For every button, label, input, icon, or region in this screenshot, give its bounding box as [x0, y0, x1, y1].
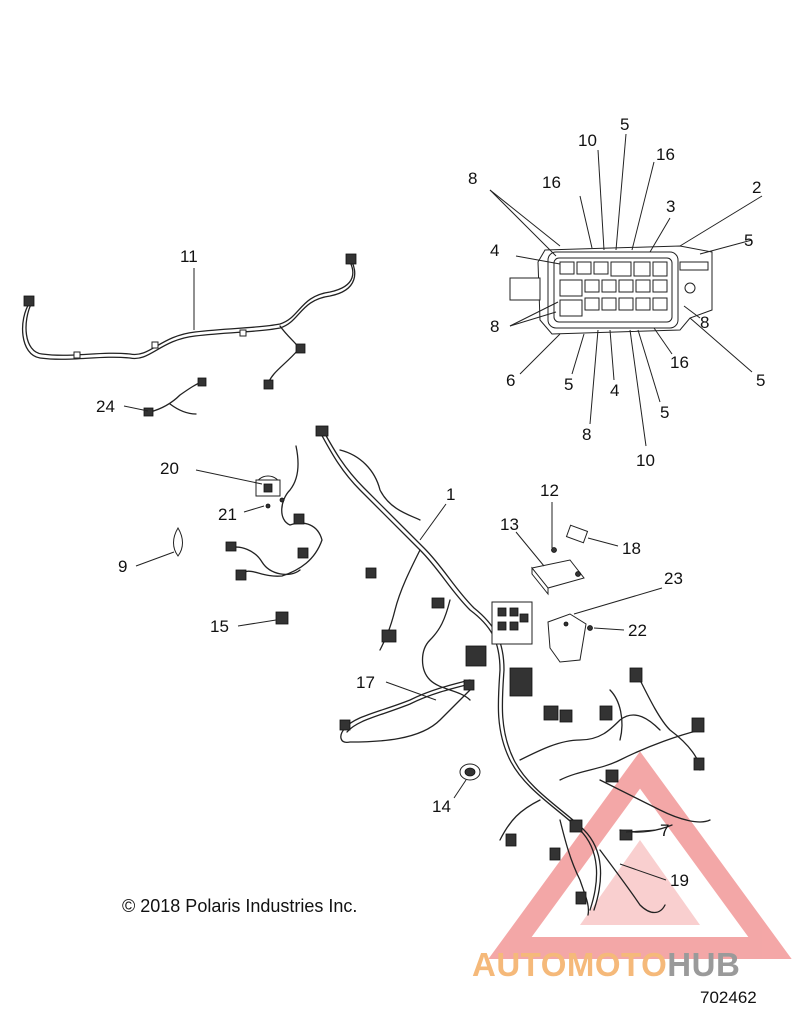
callout-8c: 8 — [582, 425, 591, 444]
fuse-relay-box — [509, 245, 713, 335]
part-23-bracket — [547, 587, 663, 663]
callout-22: 22 — [628, 621, 647, 640]
watermark-triangle-logo — [488, 751, 792, 959]
leader-7 — [625, 829, 657, 833]
callout-1: 1 — [446, 485, 455, 504]
callout-11: 11 — [180, 247, 198, 266]
callout-24: 24 — [96, 397, 115, 416]
callout-17: 17 — [356, 673, 375, 692]
callout-5b: 5 — [744, 231, 753, 250]
leader-19 — [619, 863, 667, 881]
callout-12: 12 — [540, 481, 559, 500]
callout-labels: 1 2 3 4 4 5 5 5 5 5 6 7 8 8 8 8 9 10 10 … — [96, 115, 765, 890]
callout-6: 6 — [506, 371, 515, 390]
callout-4a: 4 — [490, 241, 499, 260]
callout-21: 21 — [218, 505, 237, 524]
watermark-text-part1: AUTOMOTO — [472, 946, 668, 983]
callout-8a: 8 — [468, 169, 477, 188]
harness-11 — [21, 253, 357, 390]
callout-20: 20 — [160, 459, 179, 478]
callout-23: 23 — [664, 569, 683, 588]
part-20-component — [195, 469, 285, 513]
callout-19: 19 — [670, 871, 689, 890]
watermark-text-part2: HUB — [667, 946, 741, 983]
callout-8d: 8 — [700, 313, 709, 332]
part-15-clip — [237, 611, 289, 627]
part-9-strap — [135, 527, 183, 567]
callout-10a: 10 — [578, 131, 597, 150]
callout-8b: 8 — [490, 317, 499, 336]
callout-14: 14 — [432, 797, 451, 816]
callout-5c: 5 — [564, 375, 573, 394]
callout-16b: 16 — [656, 145, 675, 164]
callout-4b: 4 — [610, 381, 619, 400]
fuse-slots — [559, 261, 668, 317]
callout-3: 3 — [666, 197, 675, 216]
part-14-grommet — [453, 763, 481, 799]
callout-13: 13 — [500, 515, 519, 534]
part-13-module — [515, 502, 619, 596]
callout-5d: 5 — [660, 403, 669, 422]
fuse-box-leaders — [489, 133, 763, 447]
callout-15: 15 — [210, 617, 229, 636]
callout-16c: 16 — [670, 353, 689, 372]
drawing-number: 702462 — [700, 988, 757, 1007]
callout-9: 9 — [118, 557, 127, 576]
main-harness-1 — [225, 425, 711, 916]
harness-24 — [123, 377, 207, 417]
leader-17 — [385, 681, 437, 701]
callout-18: 18 — [622, 539, 641, 558]
watermark-logo-text: AUTOMOTOHUB — [472, 946, 740, 984]
callout-5e: 5 — [756, 371, 765, 390]
callout-10b: 10 — [636, 451, 655, 470]
callout-2: 2 — [752, 178, 761, 197]
callout-16a: 16 — [542, 173, 561, 192]
callout-5a: 5 — [620, 115, 629, 134]
callout-7: 7 — [660, 821, 669, 840]
copyright-notice: © 2018 Polaris Industries Inc. — [122, 896, 358, 916]
